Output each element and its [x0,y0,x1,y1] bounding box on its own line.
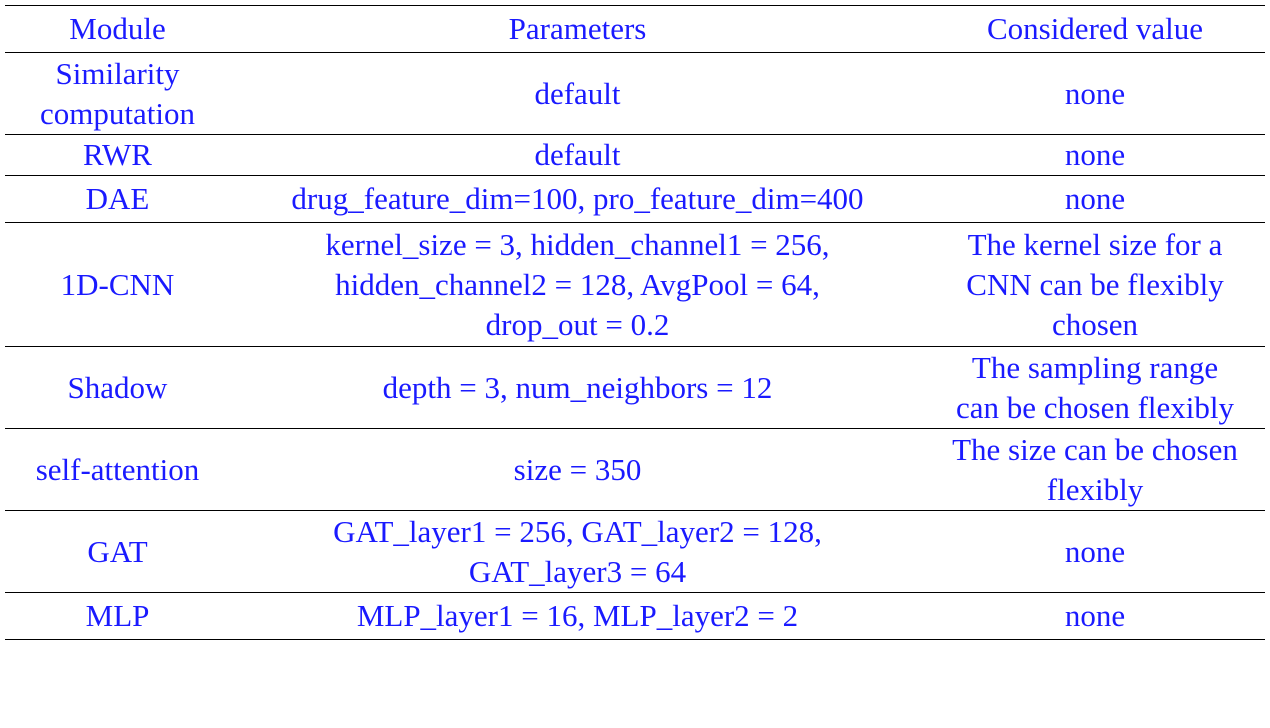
module-cell: DAE [5,176,230,223]
table-row: 1D-CNN kernel_size = 3, hidden_channel1 … [5,223,1265,347]
parameters-cell: depth = 3, num_neighbors = 12 [230,347,925,429]
cell-line: Similarity [55,55,180,91]
considered-value-cell: none [925,511,1265,593]
cell-line: default [534,75,621,111]
table-row: Shadow depth = 3, num_neighbors = 12 The… [5,347,1265,429]
cell-line: CNN can be flexibly [966,266,1224,302]
considered-value-cell: The sampling range can be chosen flexibl… [925,347,1265,429]
header-parameters: Parameters [508,11,647,46]
cell-line: RWR [83,137,152,172]
cell-line: none [1064,75,1126,111]
parameters-cell: GAT_layer1 = 256, GAT_layer2 = 128, GAT_… [230,511,925,593]
table-row: Similarity computation default none [5,53,1265,135]
table-row: DAE drug_feature_dim=100, pro_feature_di… [5,176,1265,223]
considered-value-cell: none [925,593,1265,640]
table-row: self-attention size = 350 The size can b… [5,429,1265,511]
parameters-table: Module Parameters Considered value Simil… [5,5,1265,640]
considered-value-cell: none [925,135,1265,176]
cell-line: can be chosen flexibly [955,389,1235,425]
header-considered-value: Considered value [986,11,1204,46]
cell-line: none [1064,181,1126,216]
module-cell: MLP [5,593,230,640]
module-cell: RWR [5,135,230,176]
parameters-cell: drug_feature_dim=100, pro_feature_dim=40… [230,176,925,223]
cell-line: computation [40,95,195,131]
cell-line: none [1064,533,1126,569]
table-row: GAT GAT_layer1 = 256, GAT_layer2 = 128, … [5,511,1265,593]
cell-line: MLP [85,598,150,633]
module-cell: 1D-CNN [5,223,230,347]
parameters-cell: kernel_size = 3, hidden_channel1 = 256, … [230,223,925,347]
cell-line: drug_feature_dim=100, pro_feature_dim=40… [291,181,864,216]
cell-line: 1D-CNN [60,266,175,302]
cell-line: none [1064,137,1126,172]
cell-line: chosen [1051,306,1139,342]
cell-line: flexibly [1046,471,1144,507]
module-cell: Similarity computation [5,53,230,135]
parameters-cell: size = 350 [230,429,925,511]
parameters-cell: default [230,135,925,176]
module-cell: Shadow [5,347,230,429]
considered-value-cell: The kernel size for a CNN can be flexibl… [925,223,1265,347]
considered-value-cell: The size can be chosen flexibly [925,429,1265,511]
cell-line: size = 350 [513,451,642,487]
cell-line: default [534,137,621,172]
cell-line: depth = 3, num_neighbors = 12 [382,369,773,405]
cell-line: hidden_channel2 = 128, AvgPool = 64, [335,266,820,302]
cell-line: GAT_layer1 = 256, GAT_layer2 = 128, [333,513,822,549]
considered-value-cell: none [925,176,1265,223]
cell-line: Shadow [67,369,168,405]
cell-line: The kernel size for a [967,226,1223,262]
cell-line: none [1064,598,1126,633]
parameters-cell: default [230,53,925,135]
header-row: Module Parameters Considered value [5,5,1265,53]
cell-line: kernel_size = 3, hidden_channel1 = 256, [325,226,830,262]
cell-line: GAT_layer3 = 64 [468,553,687,589]
cell-line: MLP_layer1 = 16, MLP_layer2 = 2 [356,598,799,633]
table-row: RWR default none [5,135,1265,176]
parameters-cell: MLP_layer1 = 16, MLP_layer2 = 2 [230,593,925,640]
table-row: MLP MLP_layer1 = 16, MLP_layer2 = 2 none [5,593,1265,640]
cell-line: GAT [87,533,148,569]
cell-line: DAE [85,181,150,216]
cell-line: self-attention [35,451,200,487]
module-cell: self-attention [5,429,230,511]
module-cell: GAT [5,511,230,593]
considered-value-cell: none [925,53,1265,135]
cell-line: The sampling range [971,349,1219,385]
header-module: Module [69,11,166,46]
cell-line: The size can be chosen [952,431,1238,467]
cell-line: drop_out = 0.2 [485,306,670,342]
